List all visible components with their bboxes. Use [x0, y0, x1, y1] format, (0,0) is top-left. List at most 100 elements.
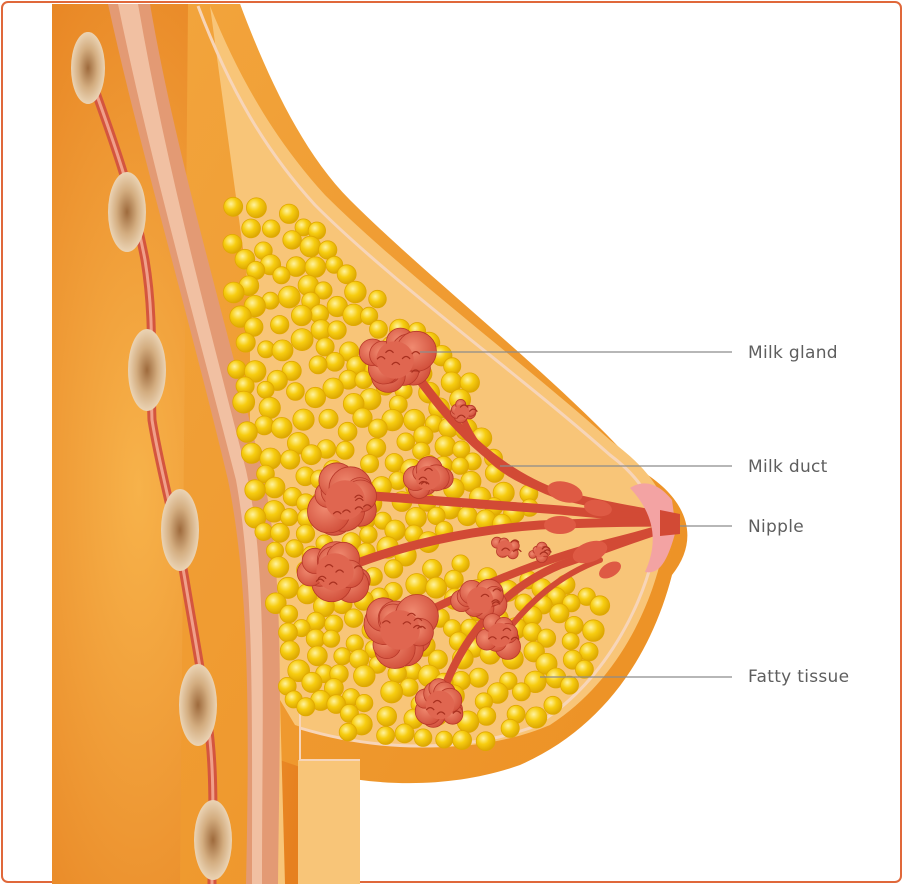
fat-cell [286, 540, 304, 558]
fat-cell [297, 698, 315, 716]
fat-cell [334, 648, 351, 665]
rib [194, 800, 232, 880]
fat-cell [381, 681, 403, 703]
fat-cell [562, 633, 579, 650]
fat-cell [241, 443, 261, 463]
fat-cell [354, 665, 376, 687]
fat-cell [561, 676, 579, 694]
fat-cell [323, 630, 340, 647]
fat-cell [583, 620, 605, 642]
fat-cell [469, 668, 488, 687]
fat-cell [414, 729, 432, 747]
fat-cell [544, 696, 562, 714]
fat-cell [526, 707, 547, 728]
fat-cell [590, 596, 610, 616]
fat-cell [436, 731, 453, 748]
fat-cell [345, 281, 367, 303]
fat-cell [369, 419, 388, 438]
fat-cell [271, 417, 292, 438]
fat-cell [550, 604, 569, 623]
label-milk-duct: Milk duct [748, 457, 828, 477]
fat-cell [309, 356, 327, 374]
fat-cell [477, 707, 496, 726]
fat-cell [395, 724, 414, 743]
fat-cell [453, 731, 472, 750]
fat-cell [280, 641, 299, 660]
fat-cell [435, 436, 456, 457]
fat-cell [361, 455, 379, 473]
fat-cell [452, 555, 469, 572]
fat-cell [384, 560, 402, 578]
rib [128, 329, 166, 411]
fat-cell [575, 660, 593, 678]
fat-cell [476, 732, 495, 751]
fat-cell [281, 450, 300, 469]
fat-cell [262, 220, 280, 238]
fat-cell [336, 441, 354, 459]
rib [108, 172, 146, 252]
label-milk-gland: Milk gland [748, 343, 838, 363]
fat-cell [273, 267, 290, 284]
fat-cell [501, 719, 519, 737]
fat-cell [565, 616, 583, 634]
fat-cell [223, 234, 242, 253]
fat-cell [356, 694, 373, 711]
fat-cell [301, 445, 321, 465]
fat-cell [300, 236, 321, 257]
fat-cell [377, 727, 395, 745]
fat-cell [242, 219, 261, 238]
fat-cell [377, 707, 397, 727]
fat-cell [268, 557, 289, 578]
fat-cell [308, 646, 328, 666]
fat-cell [305, 257, 326, 278]
fat-cell [423, 559, 442, 578]
fat-cell [319, 409, 338, 428]
fat-cell [306, 629, 325, 648]
label-nipple: Nipple [748, 517, 804, 537]
fat-cell [279, 204, 298, 223]
fat-cell [223, 282, 244, 303]
fat-cell [259, 397, 280, 418]
fat-cell [279, 623, 298, 642]
rib [161, 489, 199, 571]
fat-cell [283, 231, 302, 250]
fat-cell [257, 381, 274, 398]
fat-cell [224, 197, 243, 216]
fat-cell [293, 409, 314, 430]
fat-cell [291, 305, 312, 326]
fat-cell [228, 360, 246, 378]
fat-cell [339, 723, 357, 741]
fat-cell [445, 570, 464, 589]
fat-cell [291, 329, 313, 351]
rib [179, 664, 217, 746]
fat-cell [272, 340, 293, 361]
fat-cell [360, 526, 378, 544]
fat-cell [326, 352, 345, 371]
fat-cell [280, 605, 298, 623]
fat-cell [271, 316, 289, 334]
nipple [660, 510, 680, 536]
fat-cell [281, 508, 298, 525]
fat-cell [458, 506, 477, 525]
fat-cell [338, 422, 357, 441]
fat-cell [236, 333, 255, 352]
fat-cell [305, 387, 325, 407]
fat-cell [452, 457, 469, 474]
fat-cell [426, 577, 447, 598]
fat-cell [302, 672, 322, 692]
fat-cell [512, 683, 530, 701]
fat-cell [255, 523, 273, 541]
fat-cell [233, 391, 255, 413]
lower-fold [298, 760, 360, 884]
fat-cell [287, 383, 305, 401]
fat-cell [369, 290, 387, 308]
rib [71, 32, 105, 104]
fat-cell [270, 523, 289, 542]
fat-cell [323, 378, 344, 399]
fat-cell [397, 433, 415, 451]
duct-sinus [544, 516, 576, 534]
fat-cell [406, 574, 428, 596]
fat-cell [245, 480, 266, 501]
fat-cell [296, 525, 314, 543]
